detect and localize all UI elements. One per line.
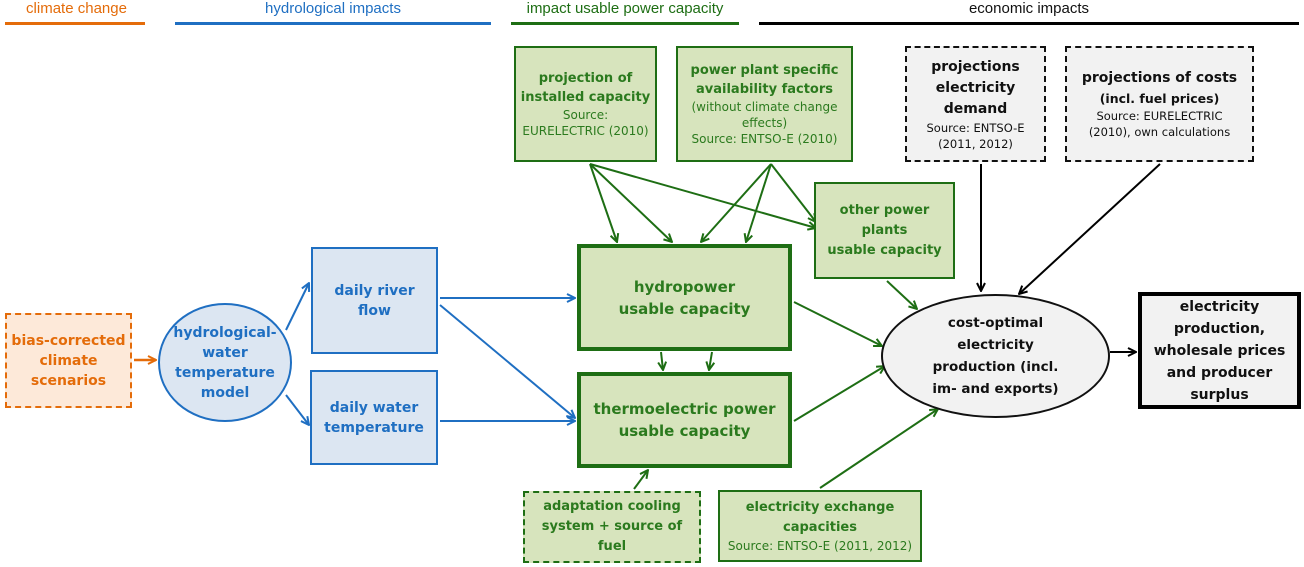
node-line: hydropower xyxy=(633,277,736,296)
node-line: usable capacity xyxy=(618,422,751,440)
node-projection-installed-capacity: projection of installed capacity Source:… xyxy=(514,46,657,162)
edge-installed-to-thermo xyxy=(589,163,617,242)
edge-hydropower-to-optimal xyxy=(793,301,882,346)
node-source-line: (2011, 2012) xyxy=(938,136,1013,151)
node-cost-optimal-electricity-production: cost-optimal electricity production (inc… xyxy=(881,294,1110,418)
node-electricity-production-prices-surplus: electricity production, wholesale prices… xyxy=(1138,292,1301,409)
node-title-line: availability factors xyxy=(695,82,834,97)
edge-adaptation-to-thermo xyxy=(633,470,648,490)
header-economic-impacts: economic impacts xyxy=(968,0,1090,17)
header-hydrological-impacts: hydrological impacts xyxy=(265,0,401,17)
edge-availability-to-hydropower xyxy=(701,163,772,242)
node-source-line: EURELECTRIC (2010) xyxy=(522,124,649,138)
node-title-line: power plant specific xyxy=(690,63,839,78)
node-line: usable capacity xyxy=(618,299,751,318)
node-title-line: projections xyxy=(931,58,1020,75)
node-line: water xyxy=(202,344,248,361)
node-source-line: Source: ENTSO-E (2010) xyxy=(691,132,838,146)
node-electricity-exchange-capacities: electricity exchange capacities Source: … xyxy=(718,490,922,562)
edge-river-flow-to-thermo xyxy=(439,304,575,418)
node-line: other power xyxy=(839,202,930,218)
node-projections-of-costs: projections of costs (incl. fuel prices)… xyxy=(1065,46,1254,162)
node-line: daily water xyxy=(329,399,419,416)
header-climate-change: climate change xyxy=(26,0,127,17)
node-daily-water-temperature: daily water temperature xyxy=(310,370,438,465)
node-hydropower-usable-capacity: hydropower usable capacity xyxy=(577,244,792,351)
node-projections-electricity-demand: projections electricity demand Source: E… xyxy=(905,46,1046,162)
node-other-power-plants-usable-capacity: other power plants usable capacity xyxy=(814,182,955,279)
node-line: production, xyxy=(1173,320,1266,337)
node-line: and producer xyxy=(1166,364,1273,381)
node-title-line: installed capacity xyxy=(520,90,651,105)
node-line: wholesale prices xyxy=(1153,342,1286,359)
node-line: cost-optimal xyxy=(947,315,1044,331)
node-title-line: demand xyxy=(943,100,1008,117)
edge-hydropower-to-thermo xyxy=(709,351,712,370)
header-climate-underline xyxy=(5,22,145,25)
node-bias-corrected-climate-scenarios: bias-corrected climate scenarios xyxy=(5,313,132,408)
edge-hydro-model-to-river-flow xyxy=(285,283,309,331)
node-line: temperature xyxy=(324,419,424,436)
edge-availability-to-thermo xyxy=(746,163,772,242)
node-line: production (incl. xyxy=(932,359,1059,375)
node-line: usable capacity xyxy=(827,242,942,258)
node-line: bias-corrected xyxy=(11,332,126,349)
edge-hydropower-to-thermo xyxy=(661,351,663,370)
node-title-line: electricity exchange xyxy=(745,499,895,515)
node-title-line: electricity xyxy=(935,79,1016,96)
node-hydrological-model: hydrological- water temperature model xyxy=(158,303,292,422)
node-line: temperature xyxy=(175,364,275,381)
node-title-line: projection of xyxy=(538,71,633,86)
edge-installed-to-hydropower xyxy=(589,163,672,242)
header-power-capacity: impact usable power capacity xyxy=(526,0,724,17)
node-title-line: (incl. fuel prices) xyxy=(1099,91,1220,106)
edge-availability-to-other xyxy=(770,163,816,222)
node-title-line: capacities xyxy=(783,519,857,535)
edge-other-to-optimal xyxy=(886,280,917,309)
node-line: flow xyxy=(358,302,391,319)
node-source-line: effects) xyxy=(741,116,788,130)
node-source-line: Source: xyxy=(562,108,609,122)
node-line: surplus xyxy=(1190,386,1249,403)
header-hydrological-underline xyxy=(175,22,491,25)
node-title-line: projections of costs xyxy=(1081,70,1238,86)
edge-hydro-model-to-water-temp xyxy=(285,394,309,425)
node-thermoelectric-usable-capacity: thermoelectric power usable capacity xyxy=(577,372,792,468)
node-source-line: (2010), own calculations xyxy=(1088,125,1231,139)
node-line: electricity xyxy=(957,337,1034,353)
edge-exchange-to-optimal xyxy=(819,409,938,489)
node-adaptation-cooling-system: adaptation cooling system + source of fu… xyxy=(523,491,701,563)
node-source-line: Source: ENTSO-E (2011, 2012) xyxy=(727,538,913,553)
node-source-line: Source: EURELECTRIC xyxy=(1096,109,1223,123)
node-source-line: (without climate change xyxy=(691,100,838,114)
node-line: plants xyxy=(861,222,908,238)
node-line: scenarios xyxy=(30,372,107,389)
edge-thermo-to-optimal xyxy=(793,366,885,422)
node-line: climate xyxy=(39,352,98,369)
node-line: daily river xyxy=(334,282,415,299)
header-power-underline xyxy=(511,22,739,25)
node-line: hydrological- xyxy=(173,324,277,341)
edge-costs-to-optimal xyxy=(1019,163,1161,294)
edge-installed-to-other xyxy=(589,163,816,228)
header-economic-underline xyxy=(759,22,1299,25)
node-line: model xyxy=(200,384,250,401)
node-line: electricity xyxy=(1179,298,1260,315)
node-line: im- and exports) xyxy=(932,381,1059,397)
node-line: adaptation cooling xyxy=(543,499,681,514)
node-daily-river-flow: daily river flow xyxy=(311,247,438,354)
node-line: thermoelectric power xyxy=(593,400,776,418)
node-power-plant-availability-factors: power plant specific availability factor… xyxy=(676,46,853,162)
node-line: system + source of xyxy=(541,519,683,534)
node-source-line: Source: ENTSO-E xyxy=(926,120,1025,135)
node-line: fuel xyxy=(597,539,627,554)
